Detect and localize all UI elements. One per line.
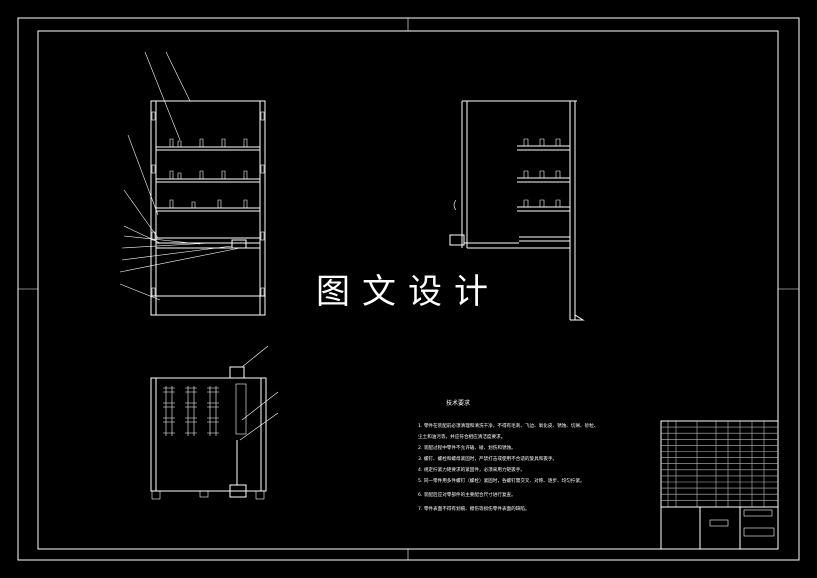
note-line: 2. 装配过程中零件不允许磕、碰、划伤和锈蚀。 [418,444,516,451]
note-line: 4. 规定拧紧力矩要求的紧固件，必须采用力矩扳手。 [418,466,525,473]
note-line: 尘土和油污等，并应符合相应清洁度要求。 [418,433,505,440]
notes-title: 技术要求 [446,399,470,407]
note-line: 1. 零件在装配前必须清理和清洗干净，不得有毛刺、飞边、氧化皮、锈蚀、切屑、砂粒… [418,422,598,429]
technical-notes: 技术要求 1. 零件在装配前必须清理和清洗干净，不得有毛刺、飞边、氧化皮、锈蚀、… [418,399,598,512]
title-block [660,420,779,550]
note-line: 6. 装配后应对零部件的主要配合尺寸进行复查。 [418,491,516,498]
side-view [449,100,585,321]
note-line: 3. 螺钉、螺栓和螺母紧固时，严禁打击或使用不合适的旋具和扳手。 [418,455,557,462]
note-line: 7. 零件表面不得有划痕、擦伤等损伤零件表面的缺陷。 [418,505,530,512]
centering-marks [18,18,799,560]
note-line: 5. 同一零件用多件螺钉（螺栓）紧固时，各螺钉需交叉、对称、逐步、均匀拧紧。 [418,477,585,484]
watermark-text: 图文设计 [316,272,500,312]
front-view [119,51,266,316]
top-view [150,345,279,500]
